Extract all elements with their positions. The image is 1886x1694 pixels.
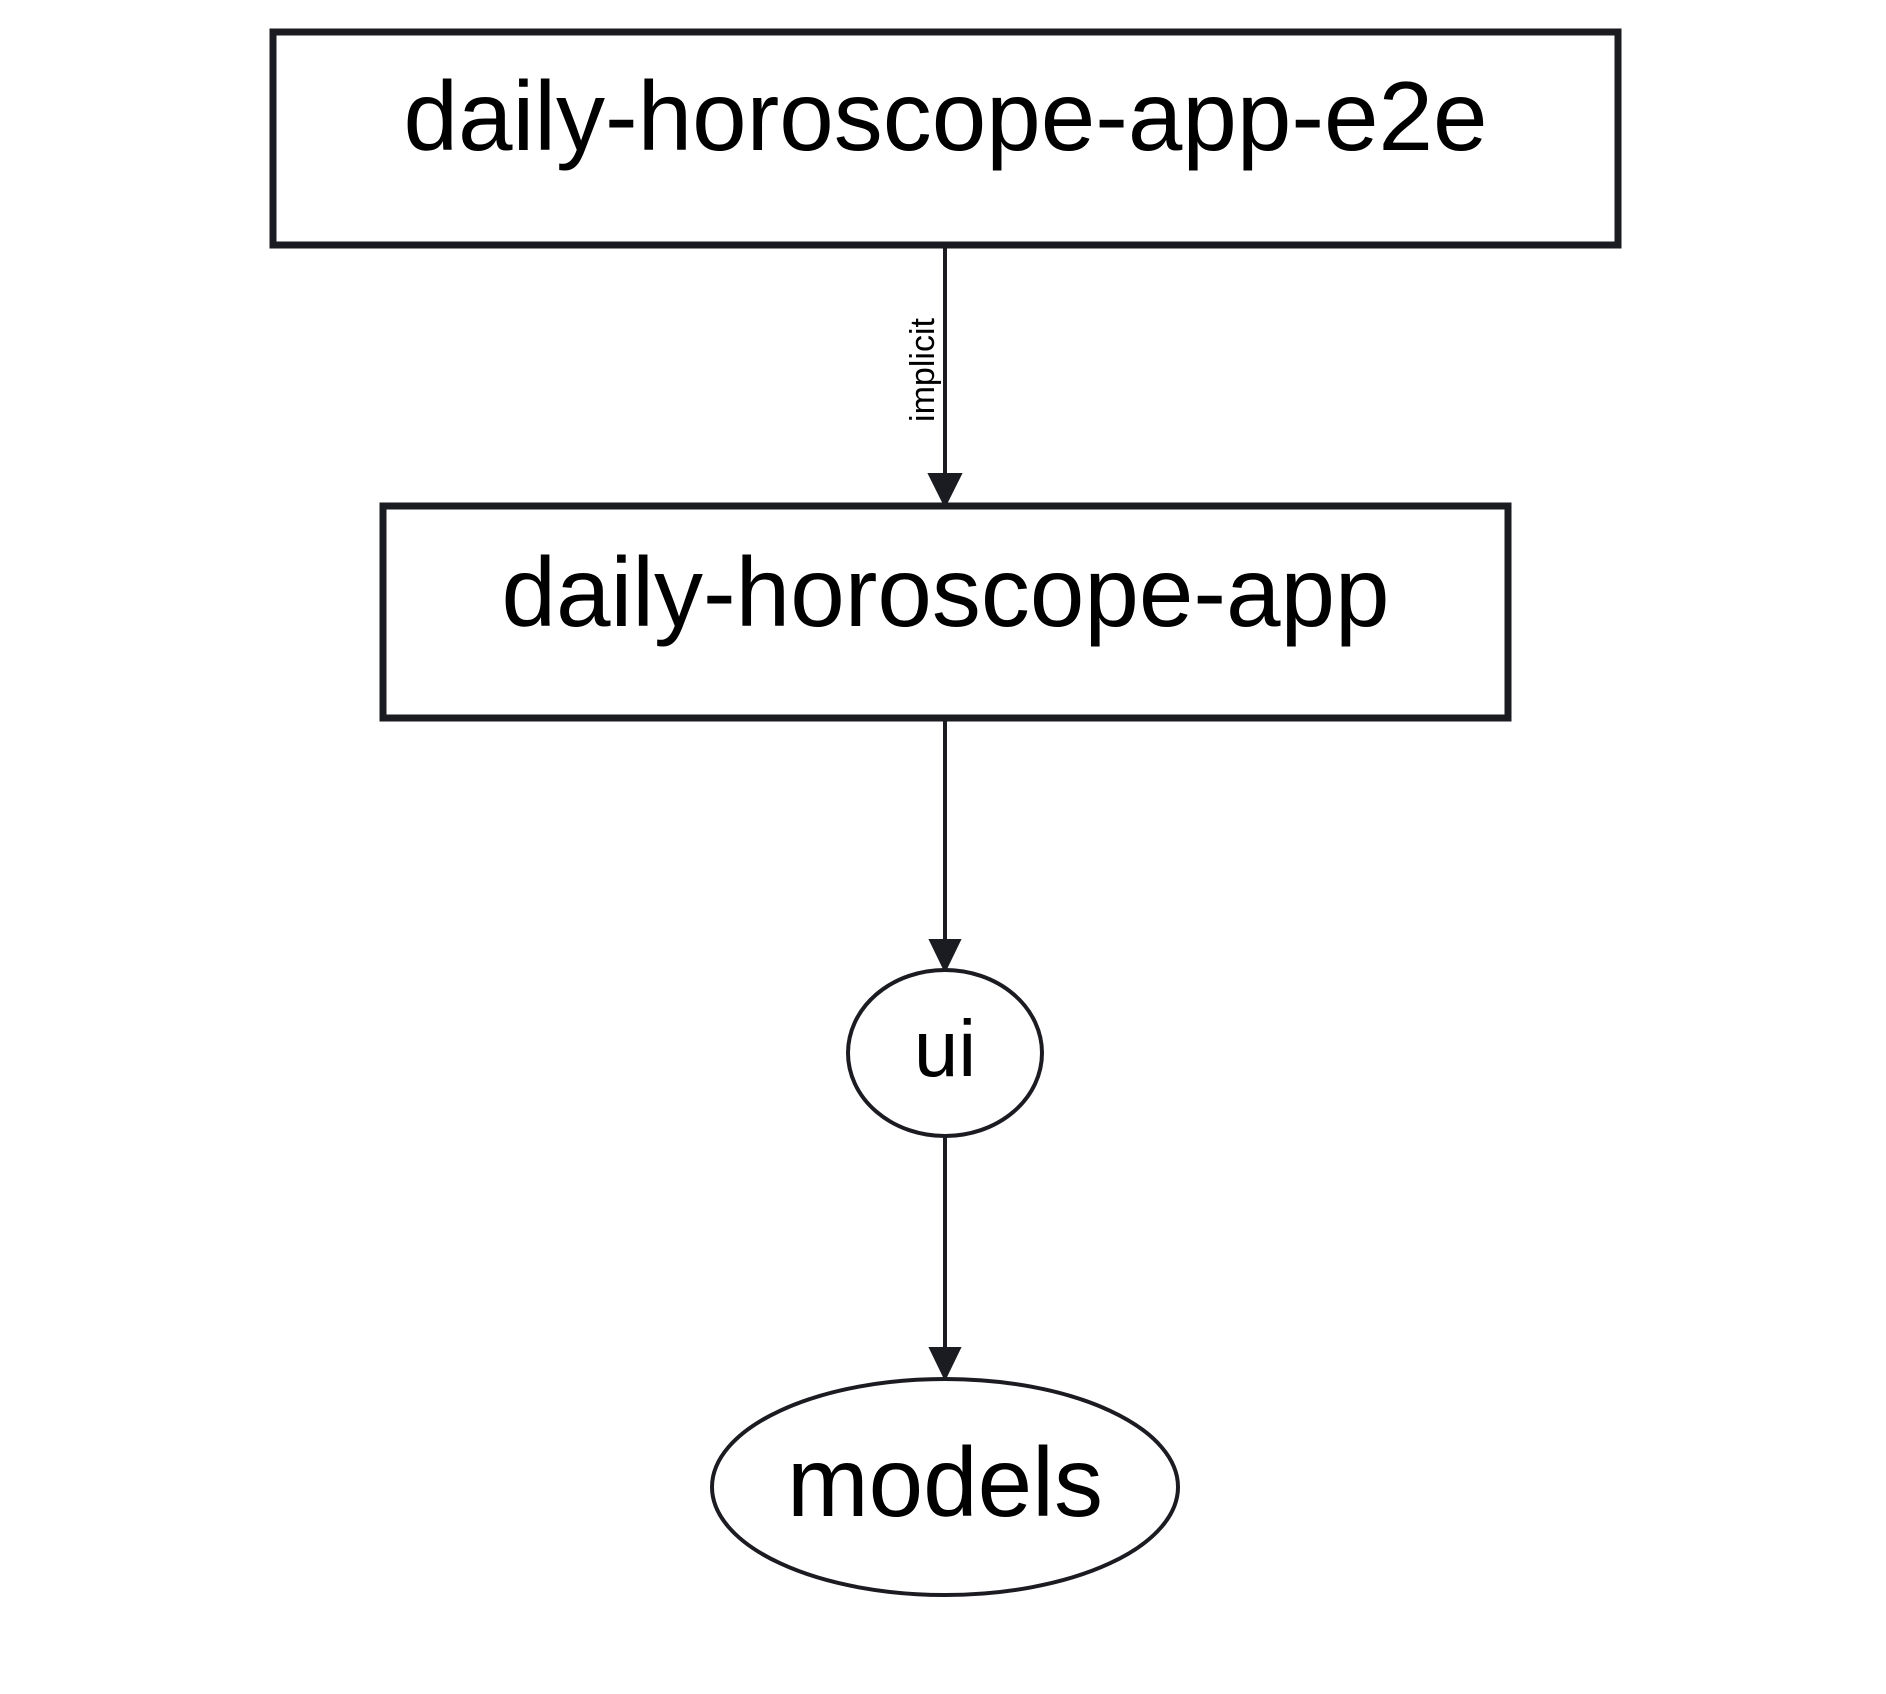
edge-e2e-to-app: implicit bbox=[904, 245, 963, 509]
node-rect-app[interactable] bbox=[379, 502, 1512, 722]
node-label-app: daily-horoscope-app bbox=[502, 537, 1390, 647]
node-ellipse-models[interactable] bbox=[710, 1377, 1180, 1597]
edge-label-implicit: implicit bbox=[904, 318, 942, 422]
edge-ui-to-models bbox=[928, 1136, 962, 1382]
node-label-e2e: daily-horoscope-app-e2e bbox=[403, 61, 1487, 171]
arrowhead-ui-models bbox=[928, 1347, 962, 1382]
node-rect-e2e[interactable] bbox=[269, 28, 1622, 249]
node-daily-horoscope-app-e2e[interactable]: daily-horoscope-app-e2e bbox=[269, 28, 1622, 249]
edge-app-to-ui bbox=[928, 718, 962, 974]
arrowhead-e2e-app bbox=[927, 473, 963, 509]
node-ui[interactable]: ui bbox=[846, 968, 1044, 1138]
node-label-models: models bbox=[787, 1427, 1103, 1537]
node-models[interactable]: models bbox=[710, 1377, 1180, 1597]
node-daily-horoscope-app[interactable]: daily-horoscope-app bbox=[379, 502, 1512, 722]
arrowhead-app-ui bbox=[928, 939, 962, 974]
node-label-ui: ui bbox=[914, 1004, 976, 1093]
